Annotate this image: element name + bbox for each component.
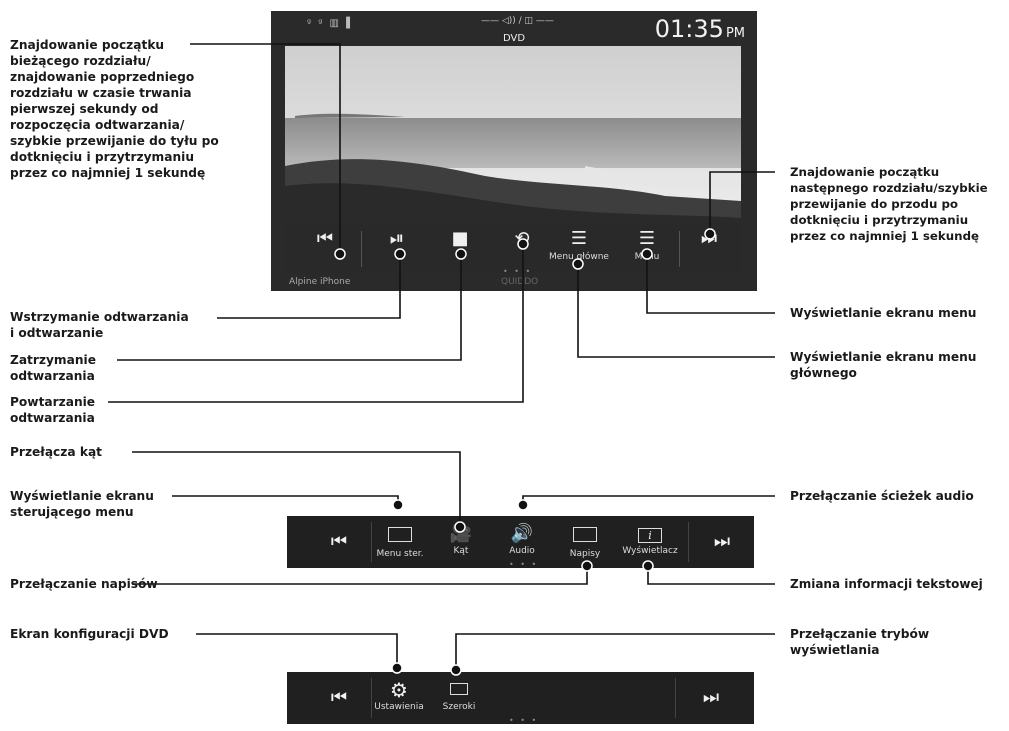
next-button[interactable]: ⏭: [690, 522, 754, 566]
control-bar-page-3: ⏮ ⚙ Ustawienia Szeroki ⏭ • • •: [287, 672, 754, 725]
skip-forward-icon: ⏭: [713, 531, 731, 552]
prev-button[interactable]: ⏮: [307, 522, 371, 566]
device-name: Alpine iPhone: [289, 277, 351, 287]
control-menu-icon: [368, 522, 432, 549]
stop-button[interactable]: ■: [432, 227, 488, 273]
audio-label: Audio: [509, 546, 535, 556]
annotation-control-menu: Wyświetlanie ekranu sterującego menu: [10, 489, 154, 519]
speaker-icon: 🔊: [510, 523, 534, 544]
top-menu-label: Menu główne: [549, 252, 609, 262]
settings-label: Ustawienia: [374, 702, 424, 712]
prev-button[interactable]: ⏮: [307, 678, 371, 722]
wide-label: Szeroki: [442, 702, 476, 712]
top-menu-button[interactable]: ☰ Menu główne: [547, 227, 611, 273]
info-icon: i: [614, 522, 686, 546]
display-info-button[interactable]: i Wyświetlacz: [614, 522, 686, 566]
annotation-pause: Wstrzymanie odtwarzania i odtwarzanie: [10, 310, 189, 340]
next-button[interactable]: ⏭: [679, 678, 743, 722]
annotation-display-info: Zmiana informacji tekstowej: [790, 577, 983, 591]
gear-icon: ⚙: [390, 678, 408, 702]
divider: [361, 231, 362, 267]
video-image: [285, 46, 741, 231]
annotation-repeat: Powtarzanie odtwarzania: [10, 395, 96, 425]
skip-back-icon: ⏮: [330, 531, 348, 552]
annotation-subtitle: Przełączanie napisów: [10, 577, 158, 591]
page-dots: • • •: [509, 560, 539, 569]
control-menu-label: Menu ster.: [376, 549, 424, 559]
skip-back-icon: ⏮: [316, 228, 334, 249]
clock-ampm: PM: [725, 26, 745, 41]
annotation-angle: Przełącza kąt: [10, 445, 102, 459]
control-menu-button[interactable]: Menu ster.: [368, 522, 432, 566]
wide-mode-icon: [427, 678, 491, 702]
page-dots: • • •: [509, 716, 539, 725]
audio-button[interactable]: 🔊 Audio: [490, 522, 554, 566]
annotation-top-menu: Wyświetlanie ekranu menu głównego: [790, 350, 977, 380]
subtitle-button[interactable]: Napisy: [553, 522, 617, 566]
menu-icon: ☰: [638, 228, 656, 249]
play-pause-button[interactable]: ⏯: [369, 227, 425, 273]
skip-forward-icon: ⏭: [702, 687, 720, 708]
page-dots: • • •: [503, 267, 533, 276]
angle-label: Kąt: [453, 546, 469, 556]
display-info-label: Wyświetlacz: [622, 546, 678, 556]
subtitle-label: Napisy: [569, 549, 601, 559]
wide-button[interactable]: Szeroki: [427, 678, 491, 722]
video-frame[interactable]: [285, 46, 741, 231]
source-label: DVD: [502, 33, 526, 44]
annotation-display-mode: Przełączanie trybów wyświetlania: [790, 627, 930, 657]
divider: [679, 231, 680, 267]
status-icons: ᵍ ᵍ ▥ ▌: [307, 18, 356, 29]
annotation-prev: Znajdowanie początku bieżącego rozdziału…: [10, 38, 219, 180]
settings-button[interactable]: ⚙ Ustawienia: [367, 678, 431, 722]
divider: [371, 522, 372, 562]
control-bar-page-2: ⏮ Menu ster. 🎥 Kąt 🔊 Audio Napisy i Wyśw…: [287, 516, 754, 569]
annotation-menu: Wyświetlanie ekranu menu: [790, 306, 977, 320]
subtitle-icon: [553, 522, 617, 549]
annotation-audio: Przełączanie ścieżek audio: [790, 489, 974, 503]
annotation-next: Znajdowanie początku następnego rozdział…: [790, 165, 988, 243]
annotation-dvd-setup: Ekran konfiguracji DVD: [10, 627, 169, 641]
clock-time: 01:35: [654, 15, 724, 43]
divider: [371, 678, 372, 718]
footer-mid-text: QUIDDO: [501, 277, 539, 287]
prev-button[interactable]: ⏮: [297, 227, 353, 273]
skip-back-icon: ⏮: [330, 687, 348, 708]
audio-indicator: —— ◁)) / ◫ ——: [481, 16, 554, 26]
divider: [675, 678, 676, 718]
play-pause-icon: ⏯: [389, 228, 405, 249]
annotation-stop: Zatrzymanie odtwarzania: [10, 353, 96, 383]
divider: [688, 522, 689, 562]
top-menu-icon: ☰: [570, 228, 588, 249]
stop-icon: ■: [451, 228, 469, 249]
